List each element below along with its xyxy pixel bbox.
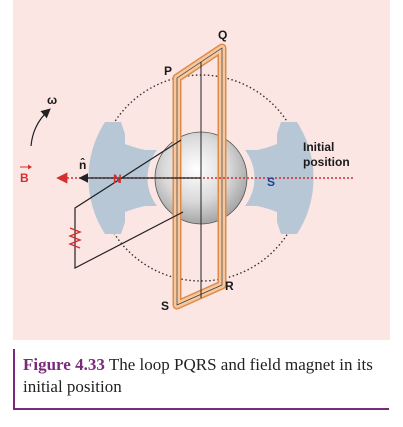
b-vector-overarrow-head <box>28 164 32 170</box>
label-b-vector: B <box>20 171 29 185</box>
label-p: P <box>164 64 172 78</box>
label-r: R <box>225 279 234 293</box>
figure-panel: Q P R S N S ω B n̂ Initial position <box>13 0 390 340</box>
caption-text: The loop PQRS and field magnet in its in… <box>23 355 373 396</box>
label-omega: ω <box>47 93 57 107</box>
label-s-loop: S <box>161 299 169 313</box>
figure-number: Figure 4.33 <box>23 355 105 374</box>
label-n-pole: N <box>113 172 122 186</box>
label-s-pole: S <box>267 175 275 189</box>
ac-generator-diagram: Q P R S N S ω B n̂ Initial position <box>20 28 353 313</box>
external-circuit <box>68 139 184 269</box>
label-n-hat: n̂ <box>79 157 86 172</box>
label-position: position <box>303 155 350 169</box>
rotation-arrow <box>30 108 51 147</box>
label-q: Q <box>218 28 227 42</box>
loop-pqrs <box>172 43 227 310</box>
label-initial: Initial <box>303 140 334 154</box>
